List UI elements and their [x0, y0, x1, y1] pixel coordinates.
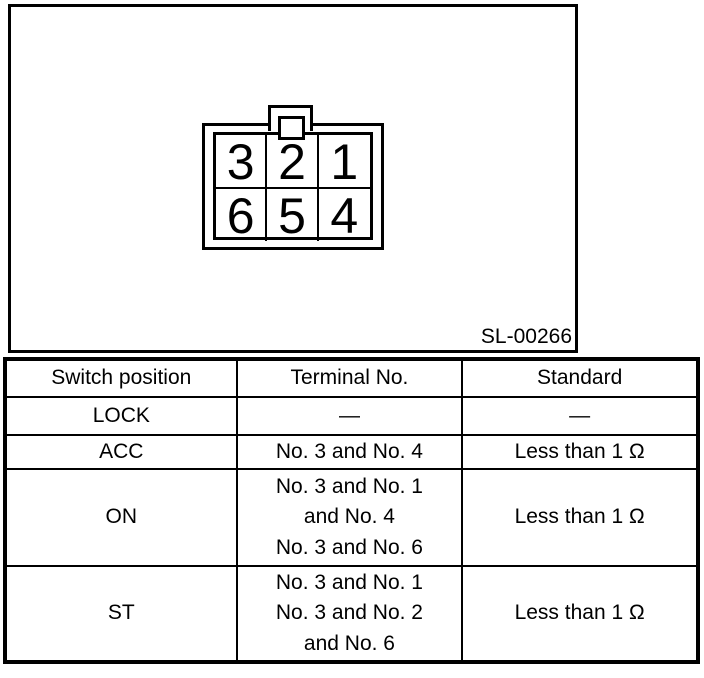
- switch-position-cell: ST: [4, 565, 238, 663]
- connector-diagram-panel: 3 2 1 6 5 4 SL-00266: [8, 4, 578, 353]
- terminal-line: and No. 6: [303, 631, 395, 655]
- pin-cell: 3: [216, 135, 268, 189]
- pin-cell: 2: [267, 135, 319, 189]
- terminal-no-cell: —: [235, 396, 464, 436]
- standard-cell: Less than 1 Ω: [461, 434, 699, 470]
- switch-position-cell: ON: [4, 468, 238, 567]
- terminal-line: and No. 4: [303, 505, 395, 529]
- terminal-line: No. 3 and No. 6: [275, 535, 423, 559]
- standard-cell: Less than 1 Ω: [461, 468, 699, 567]
- table-header-cell: Switch position: [4, 358, 238, 398]
- switch-position-cell: ACC: [4, 434, 238, 470]
- table-header-cell: Terminal No.: [235, 358, 464, 398]
- terminal-line: No. 3 and No. 1: [275, 474, 423, 498]
- table-row: ST No. 3 and No. 1 No. 3 and No. 2 and N…: [4, 565, 699, 663]
- terminal-line: No. 3 and No. 1: [275, 570, 423, 594]
- pin-cell: 5: [267, 189, 319, 241]
- terminal-no-cell: No. 3 and No. 4: [235, 434, 464, 470]
- terminal-no-cell: No. 3 and No. 1 No. 3 and No. 2 and No. …: [235, 565, 464, 663]
- terminal-no-cell: No. 3 and No. 1 and No. 4 No. 3 and No. …: [235, 468, 464, 567]
- figure-id-label: SL-00266: [480, 324, 572, 348]
- pin-cell: 6: [216, 189, 268, 241]
- pin-cell: 1: [318, 135, 370, 189]
- connector-pin-grid: 3 2 1 6 5 4: [213, 132, 373, 244]
- table-header-row: Switch position Terminal No. Standard: [4, 358, 699, 398]
- table-row: ACC No. 3 and No. 4 Less than 1 Ω: [4, 434, 699, 470]
- standard-cell: Less than 1 Ω: [461, 565, 699, 663]
- pin-cell: 4: [330, 188, 359, 244]
- terminal-line: No. 3 and No. 2: [275, 601, 423, 625]
- table-header-cell: Standard: [461, 358, 699, 398]
- standard-cell: —: [461, 396, 699, 436]
- spec-table: Switch position Terminal No. Standard LO…: [3, 357, 700, 664]
- table-row: ON No. 3 and No. 1 and No. 4 No. 3 and N…: [4, 468, 699, 567]
- connector-key-tab-inner: [278, 116, 305, 140]
- switch-position-cell: LOCK: [4, 396, 238, 436]
- table-row: LOCK — —: [4, 396, 699, 436]
